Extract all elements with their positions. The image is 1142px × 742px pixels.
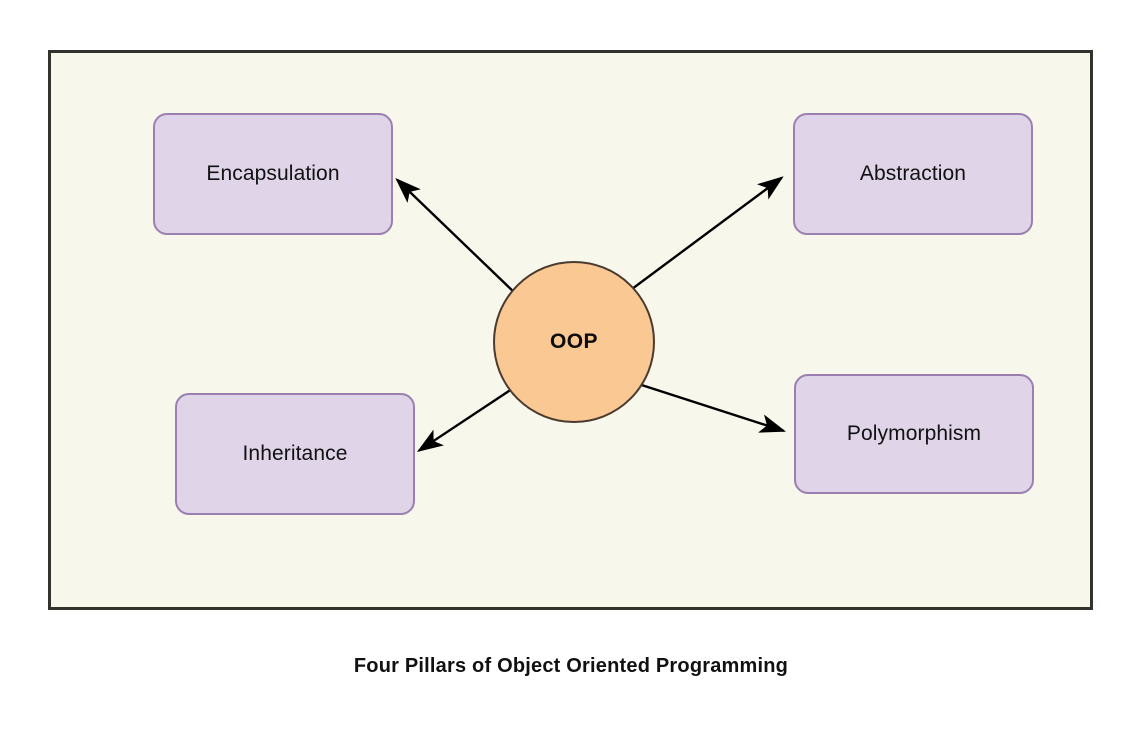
node-polymorphism[interactable]: Polymorphism [794,374,1034,494]
node-inheritance[interactable]: Inheritance [175,393,415,515]
node-oop-center-label: OOP [550,330,598,353]
arrow-oop-to-encapsulation [395,177,517,295]
arrow-oop-to-inheritance [416,386,515,453]
node-encapsulation-label: Encapsulation [206,162,340,185]
connector-arrows-layer [395,176,787,453]
node-encapsulation[interactable]: Encapsulation [153,113,393,235]
node-polymorphism-label: Polymorphism [846,422,982,445]
arrow-oop-to-polymorphism [633,381,787,433]
arrow-oop-to-abstraction [627,176,784,293]
diagram-caption: Four Pillars of Object Oriented Programm… [353,655,789,677]
node-abstraction-label: Abstraction [859,162,967,185]
diagram-canvas-frame: Encapsulation Abstraction Inheritance Po… [48,50,1093,610]
node-abstraction[interactable]: Abstraction [793,113,1033,235]
node-inheritance-label: Inheritance [242,442,348,465]
node-oop-center[interactable]: OOP [493,261,655,423]
